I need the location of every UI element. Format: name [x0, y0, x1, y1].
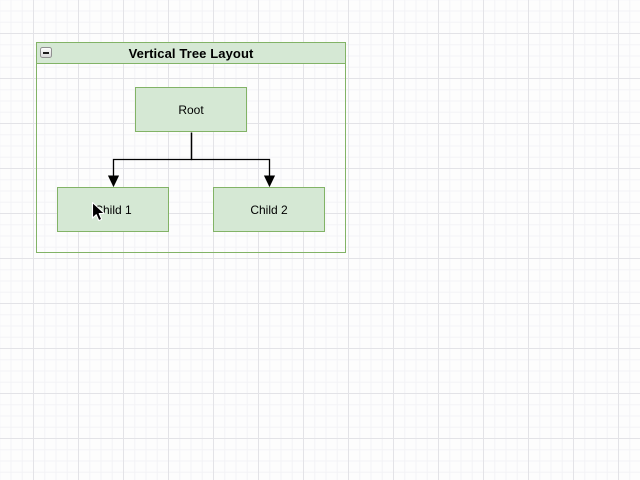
- node-child-2[interactable]: Child 2: [213, 187, 325, 232]
- minus-icon: [43, 51, 49, 54]
- node-child-2-label: Child 2: [250, 202, 288, 217]
- node-root-label: Root: [178, 102, 204, 117]
- node-child-1-label: Child 1: [94, 202, 132, 217]
- tree-container[interactable]: Vertical Tree Layout: [36, 42, 346, 253]
- container-titlebar[interactable]: Vertical Tree Layout: [37, 43, 345, 64]
- container-title: Vertical Tree Layout: [128, 45, 254, 61]
- node-child-1[interactable]: Child 1: [57, 187, 169, 232]
- node-root[interactable]: Root: [135, 87, 247, 132]
- collapse-button[interactable]: [40, 47, 52, 58]
